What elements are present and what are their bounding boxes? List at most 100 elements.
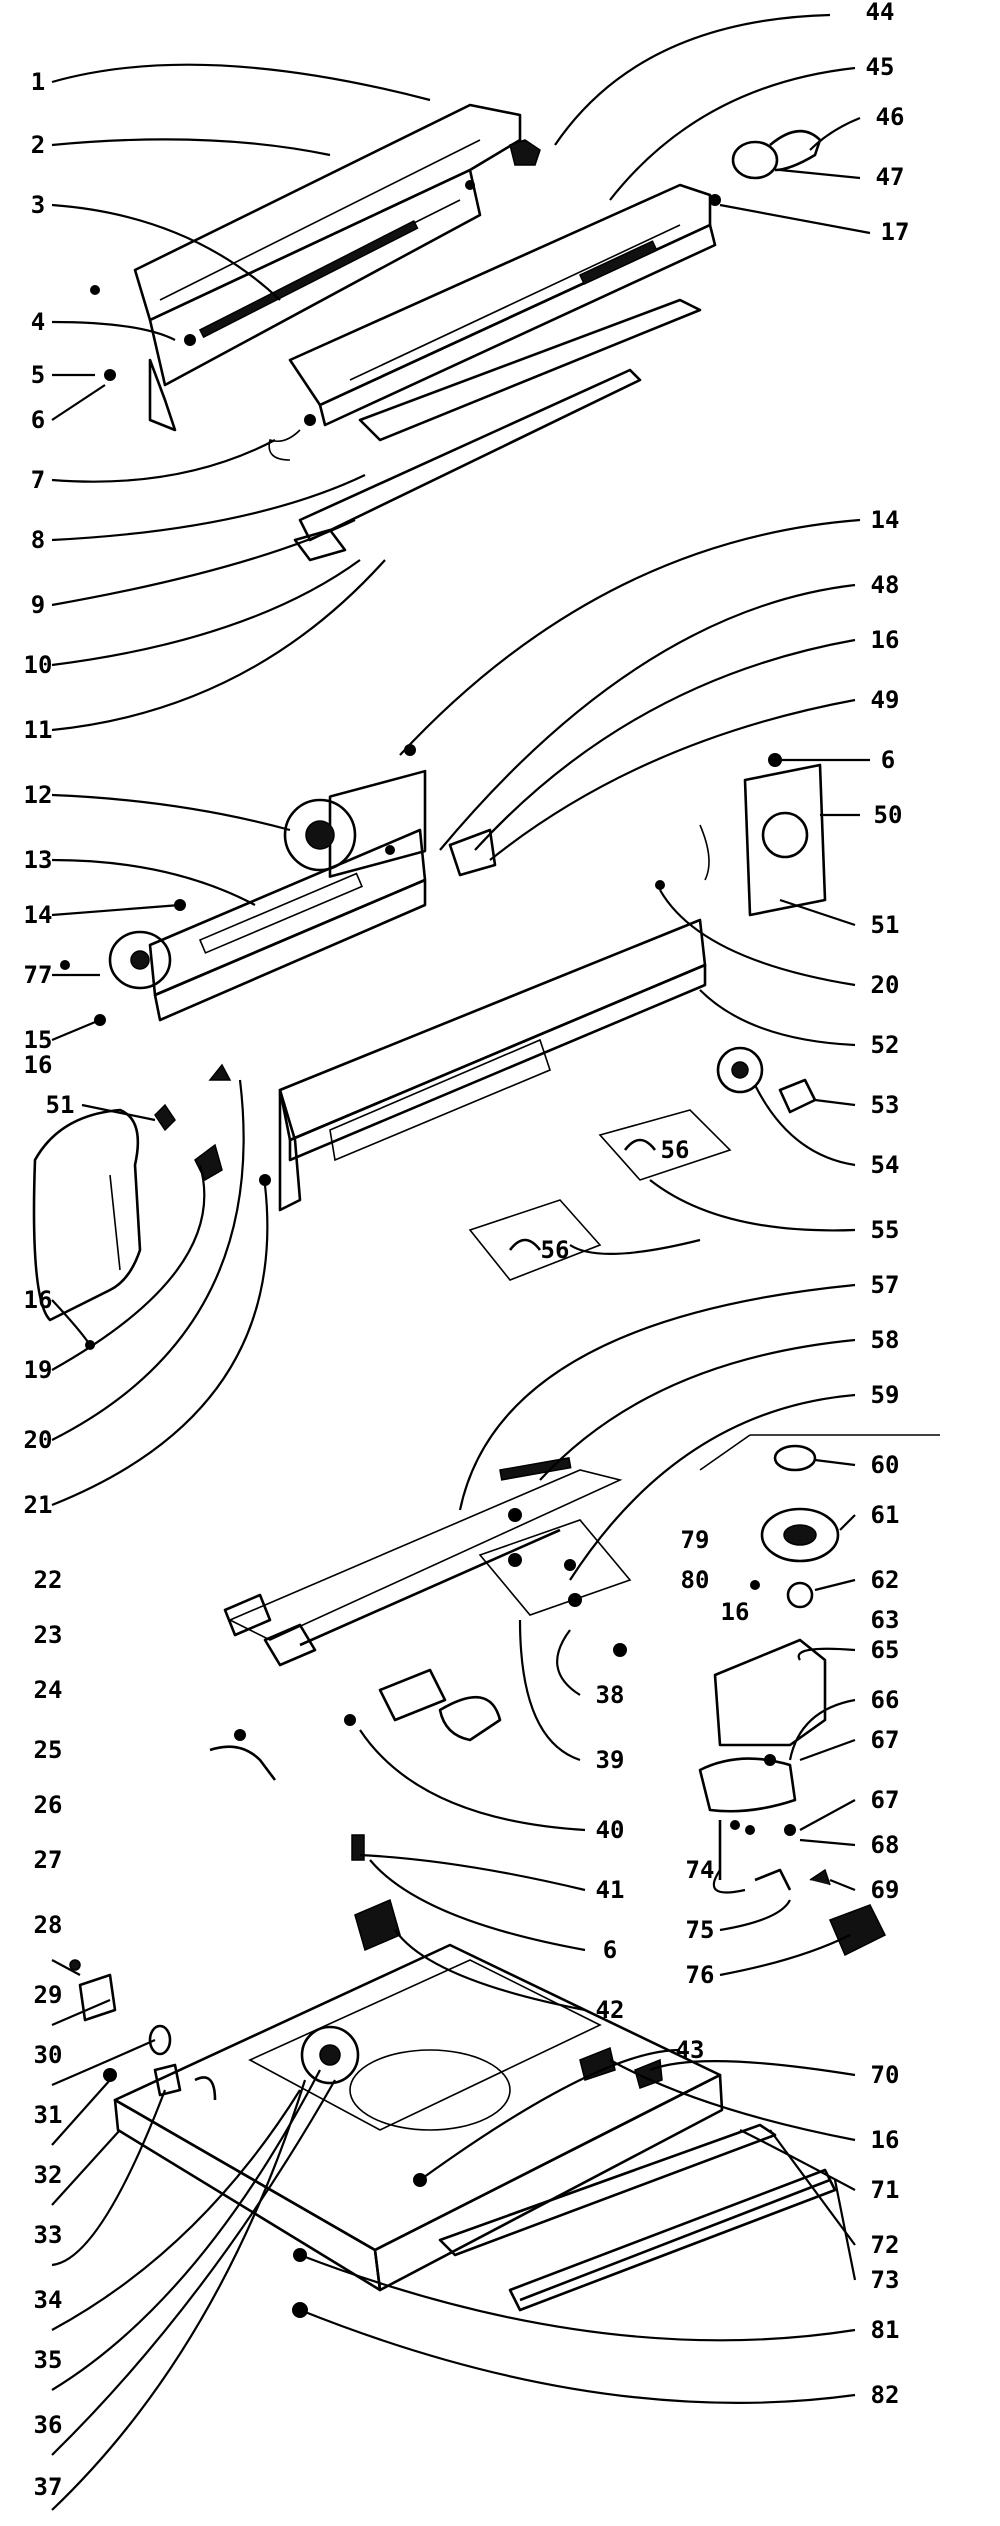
part-label: 67: [871, 1726, 900, 1754]
top-cover-part: [133, 103, 522, 432]
part-label: 51: [46, 1091, 75, 1119]
part-label: 22: [34, 1566, 63, 1594]
part-label: 33: [34, 2221, 63, 2249]
part-label: 62: [871, 1566, 900, 1594]
part-label: 16: [24, 1051, 53, 1079]
part-label: 12: [24, 781, 53, 809]
part-label: 52: [871, 1031, 900, 1059]
part-label: 29: [34, 1981, 63, 2009]
part-label: 23: [34, 1621, 63, 1649]
upper-rail-part: [288, 183, 717, 562]
part-label: 65: [871, 1636, 900, 1664]
part-label: 57: [871, 1271, 900, 1299]
part-label: 63: [871, 1606, 900, 1634]
part-label: 51: [871, 911, 900, 939]
part-label: 37: [34, 2473, 63, 2501]
part-label: 48: [871, 571, 900, 599]
control-panel-15-part: [60, 828, 427, 1026]
part-label: 46: [876, 103, 905, 131]
bracket-49-part: [448, 828, 497, 877]
leader-lines: [51, 13, 871, 2511]
part-label: 21: [24, 1491, 53, 1519]
part-label: 49: [871, 686, 900, 714]
part-label: 53: [871, 1091, 900, 1119]
part-label: 60: [871, 1451, 900, 1479]
part-label: 40: [596, 1816, 625, 1844]
part-label: 73: [871, 2266, 900, 2294]
part-label: 80: [681, 1566, 710, 1594]
part-label: 59: [871, 1381, 900, 1409]
part-label: 70: [871, 2061, 900, 2089]
part-label: 26: [34, 1791, 63, 1819]
part-label: 56: [661, 1136, 690, 1164]
part-label: 7: [31, 466, 45, 494]
part-label: 67: [871, 1786, 900, 1814]
bracket-42-part: [351, 1834, 401, 1952]
part-label: 6: [881, 746, 895, 774]
end-cap-18-part: [32, 1108, 142, 1350]
part-label: 15: [24, 1026, 53, 1054]
part-label: 74: [686, 1856, 715, 1884]
console-52-part: [278, 918, 707, 1212]
part-label: 41: [596, 1876, 625, 1904]
part-label: 9: [31, 591, 45, 619]
part-label: 14: [871, 506, 900, 534]
part-label: 43: [676, 2036, 705, 2064]
part-label: 32: [34, 2161, 63, 2189]
clip-44-part: [509, 139, 541, 166]
part-label: 58: [871, 1326, 900, 1354]
part-label: 30: [34, 2041, 63, 2069]
part-label: 27: [34, 1846, 63, 1874]
clips-left-part: [154, 1063, 271, 1186]
part-label: 56: [541, 1236, 570, 1264]
part-label: 47: [876, 163, 905, 191]
part-label: 35: [34, 2346, 63, 2374]
part-label: 13: [24, 846, 53, 874]
part-label: 77: [24, 961, 53, 989]
part-label: 11: [24, 716, 53, 744]
part-label: 55: [871, 1216, 900, 1244]
part-label: 24: [34, 1676, 63, 1704]
left-small-parts-28-31-part: [69, 1959, 217, 2101]
part-label: 20: [24, 1426, 53, 1454]
part-label: 39: [596, 1746, 625, 1774]
left-labels: 1 2 3 4 5 6 7 8 9 10 11 12 13 14 77 15 1…: [24, 68, 75, 2501]
part-label: 5: [31, 361, 45, 389]
part-label: 68: [871, 1831, 900, 1859]
part-label: 82: [871, 2381, 900, 2409]
part-label: 50: [874, 801, 903, 829]
part-label: 69: [871, 1876, 900, 1904]
part-label: 8: [31, 526, 45, 554]
part-label: 34: [34, 2286, 63, 2314]
part-label: 16: [871, 2126, 900, 2154]
knob-54-part: [716, 1046, 817, 1114]
part-label: 61: [871, 1501, 900, 1529]
part-label: 10: [24, 651, 53, 679]
part-label: 42: [596, 1996, 625, 2024]
small-screws-top: [90, 180, 475, 461]
part-label: 16: [871, 626, 900, 654]
part-label: 3: [31, 191, 45, 219]
plates-56-part: [468, 1109, 732, 1281]
part-label: 75: [686, 1916, 715, 1944]
part-label: 72: [871, 2231, 900, 2259]
part-label: 6: [31, 406, 45, 434]
part-label: 38: [596, 1681, 625, 1709]
part-label: 14: [24, 901, 53, 929]
part-label: 25: [34, 1736, 63, 1764]
part-label: 44: [866, 0, 895, 26]
part-label: 2: [31, 131, 45, 159]
lid-switch-40-part: [344, 1695, 502, 1742]
part-label: 20: [871, 971, 900, 999]
part-label: 31: [34, 2101, 63, 2129]
motor-46-part: [709, 129, 822, 206]
part-label: 79: [681, 1526, 710, 1554]
part-label: 16: [721, 1598, 750, 1626]
part-label: 4: [31, 308, 45, 336]
part-label: 76: [686, 1961, 715, 1989]
right-labels: 44 45 46 47 17 14 48 16 49 6 50 51 20 52…: [541, 0, 910, 2409]
part-label: 6: [603, 1936, 617, 1964]
right-assembly-60-76-part: [698, 1434, 940, 1957]
part-label: 45: [866, 53, 895, 81]
